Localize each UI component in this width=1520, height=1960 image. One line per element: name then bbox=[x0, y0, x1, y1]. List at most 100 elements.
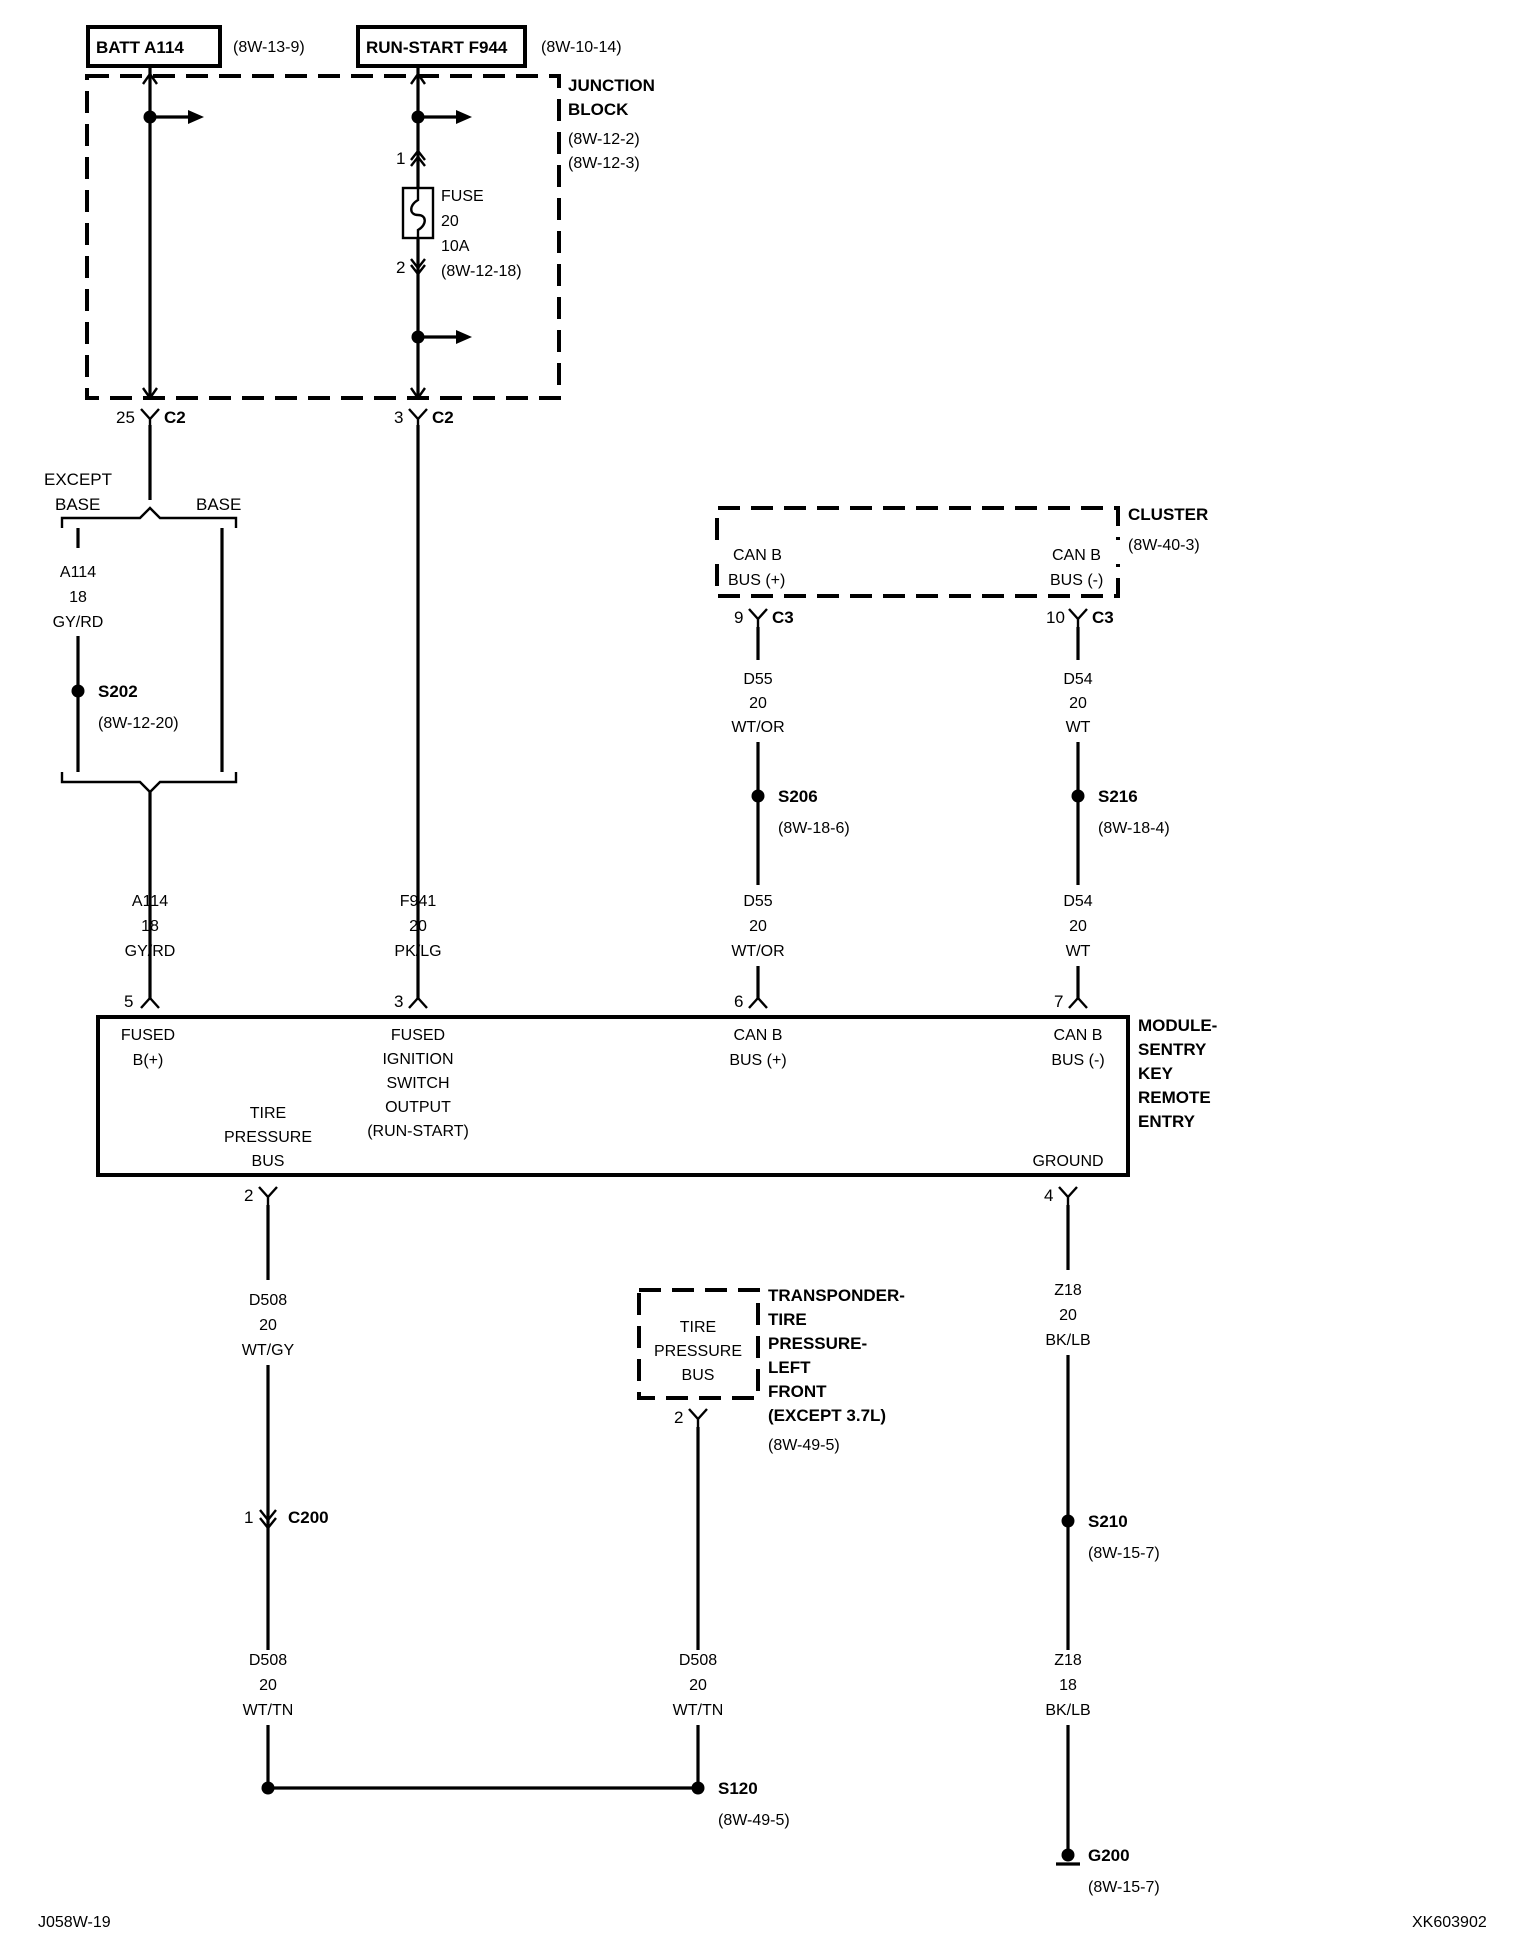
ground-icon bbox=[1056, 1848, 1080, 1866]
fuse-ref: (8W-12-18) bbox=[441, 263, 522, 280]
fuse-rating: 10A bbox=[441, 238, 470, 255]
c3-canp-connector-icon bbox=[748, 608, 768, 627]
fuse-name: FUSE bbox=[441, 188, 484, 205]
module-title-4: REMOTE bbox=[1138, 1088, 1211, 1107]
pin-canm-connector-icon bbox=[1068, 996, 1088, 1009]
d508-gy-gauge: 20 bbox=[259, 1317, 277, 1334]
transponder-pin-connector-icon bbox=[688, 1408, 708, 1427]
batt-entry-mark bbox=[142, 71, 158, 85]
transponder-outline bbox=[637, 1288, 760, 1400]
fuse-element-icon bbox=[410, 188, 426, 238]
module-tpb-2: PRESSURE bbox=[224, 1129, 312, 1146]
variant-except-2: BASE bbox=[55, 495, 100, 514]
batt-label: BATT A114 bbox=[96, 38, 184, 57]
cluster-canm-1: CAN B bbox=[1052, 547, 1101, 564]
z18-18-circuit: Z18 bbox=[1054, 1652, 1082, 1669]
module-input-pins bbox=[140, 996, 1088, 1009]
d54-upper-circuit: D54 bbox=[1063, 671, 1092, 688]
transponder-inner-3: BUS bbox=[682, 1367, 715, 1384]
module-title-5: ENTRY bbox=[1138, 1112, 1196, 1131]
transponder-title-4: LEFT bbox=[768, 1358, 811, 1377]
cluster-outline bbox=[715, 506, 1120, 598]
module-title-1: MODULE- bbox=[1138, 1016, 1217, 1035]
s206-id: S206 bbox=[778, 787, 818, 806]
s206-splice-dot bbox=[751, 789, 765, 803]
module-box bbox=[96, 1015, 1130, 1177]
c2-batt-connector-icon bbox=[140, 408, 160, 425]
s216-splice-dot bbox=[1071, 789, 1085, 803]
module-ign-4: OUTPUT bbox=[385, 1099, 451, 1116]
pin-canp-connector-icon bbox=[748, 996, 768, 1009]
d54-upper-gauge: 20 bbox=[1069, 695, 1087, 712]
s202-ref: (8W-12-20) bbox=[98, 715, 179, 732]
batt-exit-mark bbox=[142, 387, 158, 401]
transponder-pin: 2 bbox=[674, 1408, 683, 1427]
s216-id: S216 bbox=[1098, 787, 1138, 806]
module-pin-canp: 6 bbox=[734, 992, 743, 1011]
cluster-title: CLUSTER bbox=[1128, 505, 1208, 524]
a114-upper-gauge: 18 bbox=[69, 589, 87, 606]
run-start-source: RUN-START F944 bbox=[356, 25, 527, 68]
d54-upper-color: WT bbox=[1066, 719, 1091, 736]
cluster-canp-1: CAN B bbox=[733, 547, 782, 564]
module-pin-tpb: 2 bbox=[244, 1186, 253, 1205]
d55-upper-circuit: D55 bbox=[743, 671, 772, 688]
run-start-ref: (8W-10-14) bbox=[541, 39, 622, 56]
transponder-inner-2: PRESSURE bbox=[654, 1343, 742, 1360]
c3-canm-conn: C3 bbox=[1092, 608, 1114, 627]
transponder-title: TRANSPONDER- TIRE PRESSURE- LEFT FRONT (… bbox=[768, 1286, 905, 1425]
a114-lower-gauge: 18 bbox=[141, 918, 159, 935]
module-canp-2: BUS (+) bbox=[729, 1052, 786, 1069]
module-title: MODULE- SENTRY KEY REMOTE ENTRY bbox=[1138, 1016, 1217, 1131]
fuse-pin1-connector-icon bbox=[410, 149, 426, 167]
module-ign-5: (RUN-START) bbox=[367, 1123, 469, 1140]
cluster-ref: (8W-40-3) bbox=[1128, 537, 1200, 554]
c200-connector-icon bbox=[259, 1509, 277, 1530]
d54-lower-gauge: 20 bbox=[1069, 918, 1087, 935]
cluster-canp-2: BUS (+) bbox=[728, 572, 785, 589]
c3-canp-conn: C3 bbox=[772, 608, 794, 627]
run-start-branch-arrow-icon bbox=[456, 110, 472, 124]
d508-gy-circuit: D508 bbox=[249, 1292, 287, 1309]
d55-lower-circuit: D55 bbox=[743, 893, 772, 910]
transponder-title-1: TRANSPONDER- bbox=[768, 1286, 905, 1305]
c2-batt-conn: C2 bbox=[164, 408, 186, 427]
s210-id: S210 bbox=[1088, 1512, 1128, 1531]
module-fused-b-2: B(+) bbox=[133, 1052, 164, 1069]
z18-18-color: BK/LB bbox=[1045, 1702, 1090, 1719]
junction-block-outline bbox=[85, 74, 561, 400]
transponder-title-2: TIRE bbox=[768, 1310, 807, 1329]
d55-upper-color: WT/OR bbox=[731, 719, 784, 736]
f941-color: PK/LG bbox=[394, 943, 441, 960]
batt-branch-arrow-icon bbox=[188, 110, 204, 124]
fuse-pin1: 1 bbox=[396, 149, 405, 168]
transponder-title-3: PRESSURE- bbox=[768, 1334, 867, 1353]
junction-block-title-1: JUNCTION bbox=[568, 76, 655, 95]
run-start-exit-mark bbox=[410, 387, 426, 401]
d55-lower-color: WT/OR bbox=[731, 943, 784, 960]
c200-conn: C200 bbox=[288, 1508, 329, 1527]
module-pin-ign: 3 bbox=[394, 992, 403, 1011]
fuse-pin2-connector-icon bbox=[410, 258, 426, 276]
run-start-entry-mark bbox=[410, 71, 426, 85]
s210-splice-dot bbox=[1061, 1514, 1075, 1528]
d508-gy-color: WT/GY bbox=[242, 1342, 295, 1359]
g200-ref: (8W-15-7) bbox=[1088, 1879, 1160, 1896]
transponder-inner-1: TIRE bbox=[680, 1319, 716, 1336]
transponder-title-5: FRONT bbox=[768, 1382, 827, 1401]
module-title-3: KEY bbox=[1138, 1064, 1174, 1083]
s210-ref: (8W-15-7) bbox=[1088, 1545, 1160, 1562]
s120-ref: (8W-49-5) bbox=[718, 1812, 790, 1829]
d508-tn-left-gauge: 20 bbox=[259, 1677, 277, 1694]
s120-splice-dot bbox=[691, 1781, 705, 1795]
pin-fused-b-connector-icon bbox=[140, 996, 160, 1009]
module-title-2: SENTRY bbox=[1138, 1040, 1207, 1059]
c2-ign-pin: 3 bbox=[394, 408, 403, 427]
variant-split-bottom-brace bbox=[60, 772, 238, 794]
d54-lower-color: WT bbox=[1066, 943, 1091, 960]
a114-lower-color: GY/RD bbox=[125, 943, 176, 960]
g200-id: G200 bbox=[1088, 1846, 1130, 1865]
c3-canp-pin: 9 bbox=[734, 608, 743, 627]
module-tpb-1: TIRE bbox=[250, 1105, 286, 1122]
s202-id: S202 bbox=[98, 682, 138, 701]
